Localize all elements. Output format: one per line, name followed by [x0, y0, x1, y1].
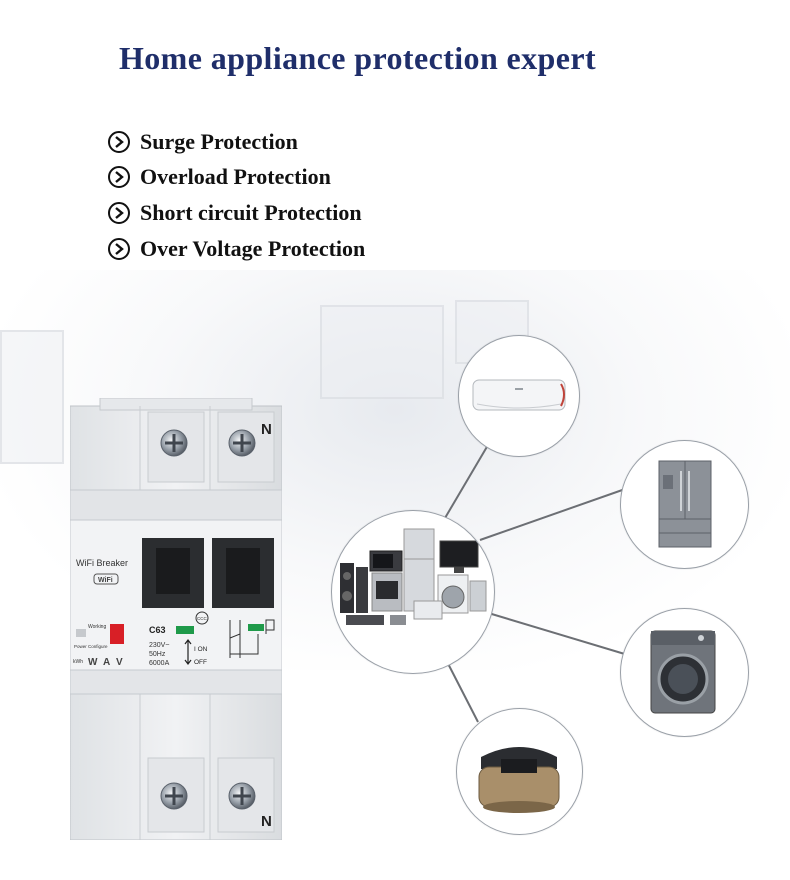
- cert-mark: CCC: [197, 616, 207, 621]
- frequency-label: 50Hz: [149, 651, 166, 658]
- voltage-label: 230V~: [149, 642, 169, 649]
- rating-label: C63: [149, 625, 166, 635]
- feature-list: Surge Protection Overload Protection Sho…: [108, 124, 365, 266]
- chevron-right-circle-icon: [108, 130, 130, 153]
- feature-label: Overload Protection: [140, 163, 331, 189]
- feature-item: Over Voltage Protection: [108, 231, 365, 266]
- refrigerator-circle: [620, 440, 749, 569]
- chevron-right-circle-icon: [108, 165, 130, 188]
- pole-label-top: N: [261, 421, 272, 438]
- rice-cooker-image: [478, 747, 560, 813]
- meter-v: V: [116, 657, 123, 668]
- feature-item: Overload Protection: [108, 159, 365, 194]
- power-config-label: Power Configure: [74, 644, 108, 649]
- washing-machine-image: [650, 630, 716, 714]
- working-label: Working: [88, 624, 106, 630]
- appliance-group-circle: [331, 510, 495, 674]
- on-label: I ON: [194, 646, 208, 653]
- meter-kwh: kWh: [73, 659, 83, 665]
- wifi-badge: WiFi: [98, 577, 113, 584]
- appliance-group-image: [340, 528, 487, 625]
- meter-a: A: [103, 657, 110, 668]
- feature-label: Short circuit Protection: [140, 199, 362, 225]
- page-title: Home appliance protection expert: [118, 40, 597, 76]
- background-window: [320, 305, 444, 399]
- air-conditioner-image: [472, 379, 566, 411]
- capacity-label: 6000A: [149, 660, 170, 667]
- feature-label: Over Voltage Protection: [140, 235, 366, 261]
- feature-label: Surge Protection: [140, 128, 298, 154]
- washing-machine-circle: [620, 608, 749, 737]
- background-window: [0, 330, 64, 464]
- wifi-breaker-image: WiFi Breaker WiFi Working Power Configur…: [70, 398, 282, 840]
- feature-item: Surge Protection: [108, 124, 365, 159]
- air-conditioner-circle: [458, 335, 580, 457]
- feature-item: Short circuit Protection: [108, 194, 365, 231]
- chevron-right-circle-icon: [108, 237, 130, 260]
- off-label: OFF: [194, 659, 207, 666]
- pole-label-bottom: N: [261, 813, 272, 830]
- breaker-brand: WiFi Breaker: [76, 558, 128, 568]
- rice-cooker-circle: [456, 708, 583, 835]
- meter-w: W: [88, 657, 98, 668]
- chevron-right-circle-icon: [108, 201, 130, 224]
- refrigerator-image: [658, 460, 712, 548]
